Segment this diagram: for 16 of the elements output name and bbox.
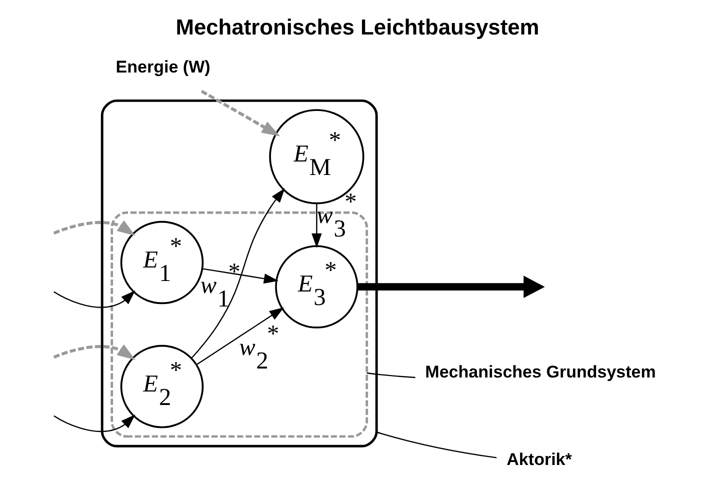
node-text: Mechanisches Grundsystem — [425, 362, 656, 382]
cluster — [100, 100, 378, 448]
cluster — [110, 211, 368, 438]
node-text: Energie (W) — [116, 57, 210, 76]
arrow — [53, 344, 136, 360]
arrow — [358, 276, 545, 298]
arrow — [53, 220, 136, 236]
arrow — [200, 90, 280, 136]
connector — [376, 432, 497, 458]
arrow — [202, 268, 279, 284]
arrow — [54, 414, 136, 432]
node-text: Aktorik* — [506, 450, 572, 470]
arrow — [54, 290, 136, 308]
arrow — [196, 307, 284, 366]
diagram-title: Mechatronisches Leichtbausystem — [176, 14, 540, 40]
arrow — [190, 188, 285, 359]
